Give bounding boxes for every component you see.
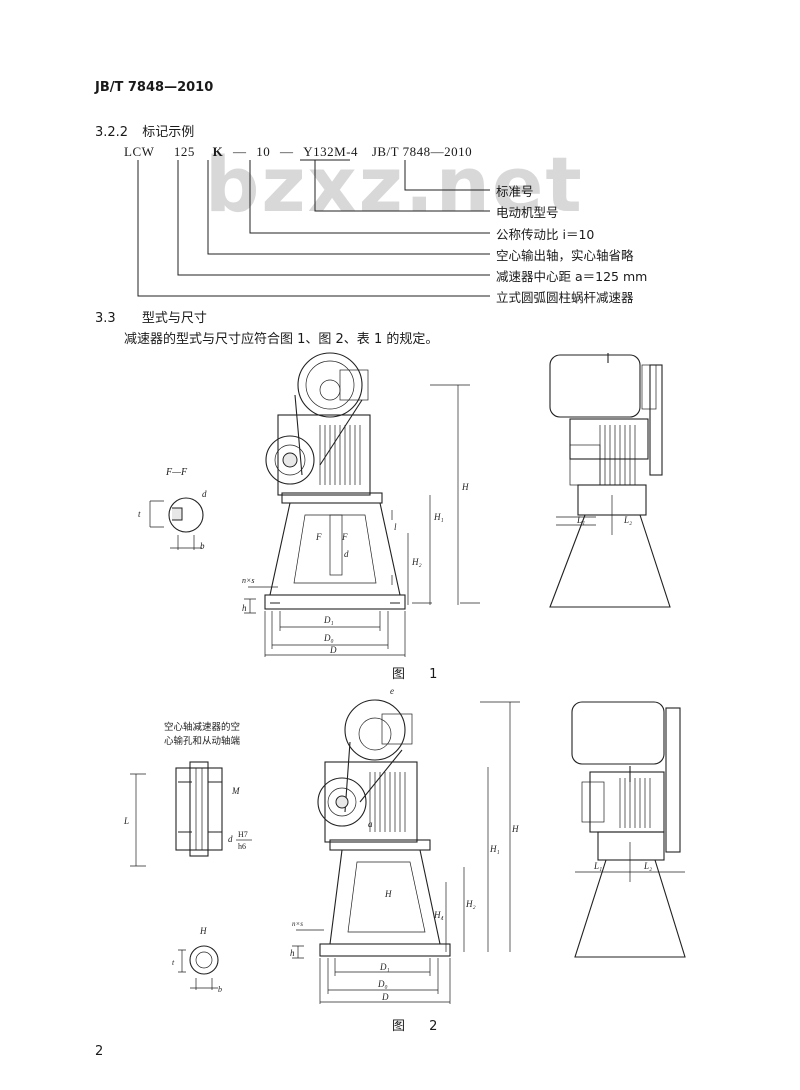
label-m: M [231, 786, 240, 796]
label-l2-2: L₂ [643, 861, 652, 871]
label-b-2: b [218, 985, 222, 994]
label-nxs-2: n×s [292, 920, 303, 928]
designation-part-distance: 125 [173, 144, 195, 159]
label-fit-h7: H7 [238, 830, 248, 839]
reducer-side-view: L₁ L₂ [549, 353, 671, 608]
label-h1: H₁ [433, 512, 444, 522]
label-h-arrow: H [384, 889, 392, 899]
designation-leader-lines [137, 159, 490, 297]
section-title: 标记示例 [142, 125, 195, 140]
label-h-small: h [242, 603, 247, 613]
label-l1-2: L₁ [593, 861, 602, 871]
label-h1-2: H₁ [489, 844, 500, 854]
figure-1-drawing: F—F t b d F F d D₁ [138, 352, 671, 657]
label-nxs: n×s [242, 576, 255, 585]
reducer-2-side-view: L₁ L₂ [571, 701, 686, 958]
label-f-left: F [315, 532, 322, 542]
label-fit-h6: h6 [238, 842, 246, 851]
designation-part-shaft: K [212, 144, 224, 159]
note-line-2: 心输孔和从动轴端 [164, 735, 241, 747]
legend-hollow-shaft: 空心输出轴，实心轴省略 [496, 248, 634, 263]
label-l2: L₂ [623, 515, 632, 525]
label-d-2: D [381, 992, 389, 1002]
label-d0-2: D₀ [377, 979, 388, 989]
designation-part-ratio: 10 [256, 144, 271, 159]
label-h: H [461, 482, 469, 492]
section-3-3-text: 减速器的型式与尺寸应符合图 1、图 2、表 1 的规定。 [124, 332, 439, 347]
label-h-2: H [511, 824, 519, 834]
figure-2-drawing: 空心轴减速器的空 心输孔和从动轴端 L M d H7 h6 H t b e [123, 686, 686, 1004]
label-t: t [138, 509, 141, 519]
label-a: a [368, 819, 373, 829]
label-big-l: L [123, 816, 129, 826]
section-number: 3.3 [95, 311, 116, 326]
label-f-right: F [341, 532, 348, 542]
label-l1: L₁ [576, 515, 585, 525]
page-number: 2 [95, 1044, 104, 1059]
label-d0: D₀ [323, 633, 334, 643]
designation-part-standard: JB/T 7848—2010 [371, 144, 473, 159]
designation-part-motor: Y132M-4 [303, 144, 359, 159]
legend-motor: 电动机型号 [496, 205, 559, 220]
designation-dash: — [233, 144, 247, 159]
watermark: bzxz.net [205, 140, 584, 229]
label-l: l [394, 522, 397, 532]
legend-ratio: 公称传动比 i＝10 [496, 227, 595, 242]
section-number: 3.2.2 [95, 125, 129, 140]
hollow-shaft-section: L M d H7 h6 [123, 761, 252, 867]
label-b: b [200, 541, 205, 551]
figure-1-caption: 图 1 [392, 667, 448, 682]
section-title: 型式与尺寸 [141, 311, 207, 326]
label-t-2: t [172, 958, 175, 967]
shaft-section-circle [168, 497, 204, 533]
label-d: d [202, 489, 207, 499]
label-e: e [390, 686, 394, 696]
label-h2-2: H₂ [465, 899, 476, 909]
label-d1: D₁ [323, 615, 334, 625]
legend-center-distance: 减速器中心距 a＝125 mm [496, 269, 648, 284]
hollow-shaft-h-section: H t b [172, 926, 222, 994]
designation-code: LCW 125 K — 10 — Y132M-4 JB/T 7848—2010 [124, 144, 472, 160]
designation-part-type: LCW [124, 144, 155, 159]
label-h2: H₂ [411, 557, 422, 567]
label-h4: H₄ [433, 910, 444, 920]
section-3-3-heading: 3.3 型式与尺寸 [95, 307, 207, 326]
legend-standard: 标准号 [496, 184, 534, 199]
reducer-front-view: F F d D₁ D₀ D n×s h H H₁ H₂ l [242, 352, 480, 657]
label-h-small-2: h [290, 948, 295, 958]
designation-dash: — [280, 144, 294, 159]
figure-2-caption: 图 2 [392, 1019, 448, 1034]
legend-reducer-type: 立式圆弧圆柱蜗杆减速器 [496, 290, 634, 305]
note-line-1: 空心轴减速器的空 [164, 721, 240, 733]
label-h-section: H [199, 926, 207, 936]
section-3-2-2-heading: 3.2.2 标记示例 [95, 121, 194, 140]
standard-number-header: JB/T 7848—2010 [95, 80, 214, 95]
label-section-ff: F—F [165, 467, 188, 478]
label-d-big: D [329, 645, 337, 655]
label-shaft-d: d [344, 549, 349, 559]
reducer-2-front-view: e a H D₁ D₀ D n×s h H H₁ H₂ H [290, 686, 520, 1004]
label-fit-d: d [228, 834, 233, 844]
label-d1-2: D₁ [379, 962, 390, 972]
